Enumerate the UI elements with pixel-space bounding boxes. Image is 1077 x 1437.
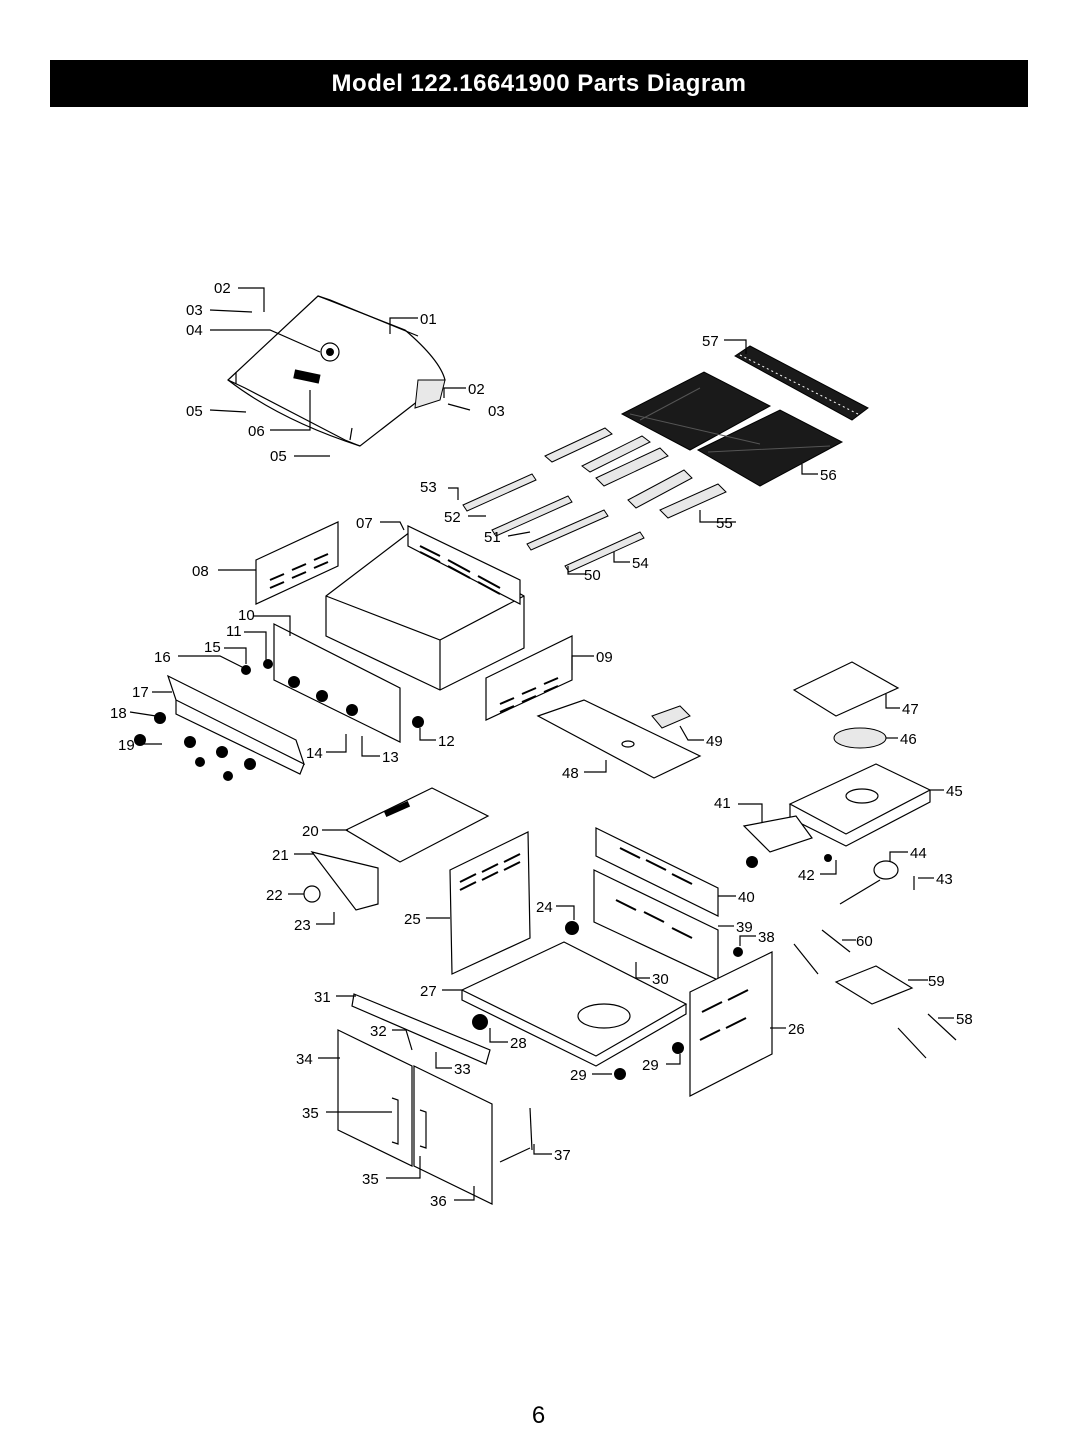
part-label: 02 <box>214 280 231 297</box>
part-label: 58 <box>956 1011 973 1028</box>
part-label: 42 <box>798 867 815 884</box>
part-label: 57 <box>702 333 719 350</box>
part-label: 16 <box>154 649 171 666</box>
part-label: 36 <box>430 1193 447 1210</box>
part-label: 55 <box>716 515 733 532</box>
part-label: 43 <box>936 871 953 888</box>
part-label: 23 <box>294 917 311 934</box>
part-label: 26 <box>788 1021 805 1038</box>
part-label: 51 <box>484 529 501 546</box>
part-label: 22 <box>266 887 283 904</box>
part-label: 53 <box>420 479 437 496</box>
part-label: 59 <box>928 973 945 990</box>
part-label: 40 <box>738 889 755 906</box>
part-label: 09 <box>596 649 613 666</box>
part-label: 37 <box>554 1147 571 1164</box>
part-label: 19 <box>118 737 135 754</box>
part-label: 50 <box>584 567 601 584</box>
part-label: 14 <box>306 745 323 762</box>
page-number: 6 <box>0 1402 1077 1430</box>
part-label: 35 <box>302 1105 319 1122</box>
part-label: 13 <box>382 749 399 766</box>
burner-parts <box>463 428 726 572</box>
part-label: 52 <box>444 509 461 526</box>
part-label: 35 <box>362 1171 379 1188</box>
part-label: 48 <box>562 765 579 782</box>
part-label: 18 <box>110 705 127 722</box>
part-label: 03 <box>186 302 203 319</box>
part-label: 24 <box>536 899 553 916</box>
part-label: 12 <box>438 733 455 750</box>
part-label: 04 <box>186 322 203 339</box>
part-label: 01 <box>420 311 437 328</box>
part-label: 25 <box>404 911 421 928</box>
back-panel-part <box>256 522 338 604</box>
part-label: 49 <box>706 733 723 750</box>
part-label: 21 <box>272 847 289 864</box>
part-label: 11 <box>226 623 242 640</box>
part-label: 38 <box>758 929 775 946</box>
part-label: 17 <box>132 684 149 701</box>
part-label: 02 <box>468 381 485 398</box>
part-label: 05 <box>186 403 203 420</box>
part-label: 45 <box>946 783 963 800</box>
part-label: 27 <box>420 983 437 1000</box>
part-label: 15 <box>204 639 221 656</box>
part-label: 60 <box>856 933 873 950</box>
part-label: 03 <box>488 403 505 420</box>
part-label: 28 <box>510 1035 527 1052</box>
part-label: 07 <box>356 515 373 532</box>
part-label: 41 <box>714 795 731 812</box>
part-label: 31 <box>314 989 331 1006</box>
part-label: 32 <box>370 1023 387 1040</box>
part-label: 46 <box>900 731 917 748</box>
part-label: 10 <box>238 607 255 624</box>
part-label: 05 <box>270 448 287 465</box>
part-label: 54 <box>632 555 649 572</box>
part-label: 06 <box>248 423 265 440</box>
cart-frame-parts <box>450 828 772 1096</box>
side-burner-parts <box>744 662 930 868</box>
part-label: 29 <box>570 1067 587 1084</box>
part-label: 56 <box>820 467 837 484</box>
part-label: 29 <box>642 1057 659 1074</box>
part-label: 30 <box>652 971 669 988</box>
part-label: 33 <box>454 1061 471 1078</box>
part-label: 20 <box>302 823 319 840</box>
part-label: 34 <box>296 1051 313 1068</box>
part-label: 47 <box>902 701 919 718</box>
part-label: 44 <box>910 845 927 862</box>
part-label: 08 <box>192 563 209 580</box>
part-label: 39 <box>736 919 753 936</box>
